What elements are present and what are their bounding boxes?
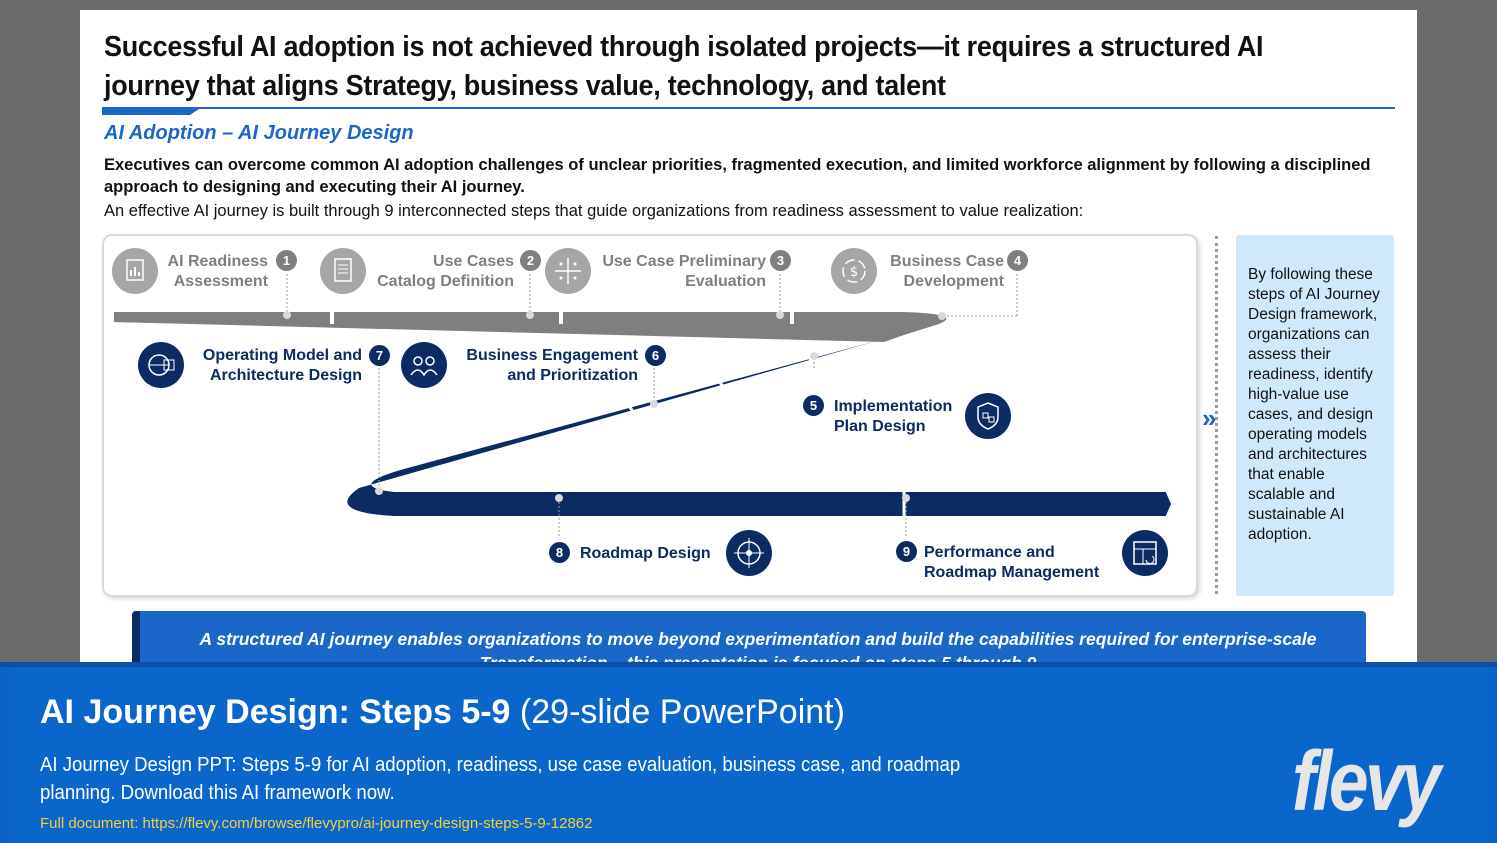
step-4-number: 4 xyxy=(1007,250,1028,271)
road-gap-4 xyxy=(802,349,816,365)
slide-subtitle: AI Adoption – AI Journey Design xyxy=(104,122,414,144)
footer-link[interactable]: Full document: https://flevy.com/browse/… xyxy=(40,815,593,832)
step-6-number: 6 xyxy=(645,345,666,366)
step-8-number: 8 xyxy=(549,542,570,563)
step-7-number: 7 xyxy=(369,345,390,366)
step-5-number: 5 xyxy=(803,395,824,416)
road-navy xyxy=(347,324,1179,516)
chevron-right-icon: » xyxy=(1202,403,1217,433)
road-dots xyxy=(283,311,946,502)
title-rule-accent xyxy=(102,107,202,115)
flevy-logo: flevy xyxy=(1292,734,1441,828)
step-8-label: Roadmap Design xyxy=(580,545,711,562)
document-list-icon xyxy=(320,248,366,294)
summary-banner: A structured AI journey enables organiza… xyxy=(132,611,1366,670)
title-rule xyxy=(102,107,1395,109)
slide-title: Successful AI adoption is not achieved t… xyxy=(104,31,1264,102)
road-gap-6 xyxy=(622,398,636,414)
journey-road xyxy=(114,274,1184,538)
road-gap-1 xyxy=(330,310,334,324)
leader-lines xyxy=(286,274,1018,538)
people-group-icon xyxy=(401,342,447,388)
intro-paragraph: An effective AI journey is built through… xyxy=(104,202,1084,220)
step-2-number: 2 xyxy=(520,250,541,271)
road-top-grey-fill xyxy=(114,312,947,338)
footer-title-light: (29-slide PowerPoint) xyxy=(519,693,845,731)
step-1-number: 1 xyxy=(276,250,297,271)
shield-plan-icon xyxy=(965,393,1011,439)
footer-title: AI Journey Design: Steps 5-9 (29-slide P… xyxy=(40,693,845,732)
dollar-cycle-icon: $ xyxy=(831,248,877,294)
road-gap-5 xyxy=(712,373,726,389)
step-3-number: 3 xyxy=(770,250,791,271)
side-note: By following these steps of AI Journey D… xyxy=(1236,235,1394,596)
footer-title-bold: AI Journey Design: Steps 5-9 xyxy=(40,693,511,731)
chart-document-icon xyxy=(112,248,158,294)
footer-panel: AI Journey Design: Steps 5-9 (29-slide P… xyxy=(10,667,1487,843)
road-gap-2 xyxy=(559,310,563,324)
step-9-number: 9 xyxy=(896,541,917,562)
architecture-icon xyxy=(138,342,184,388)
road-gap-3 xyxy=(790,310,794,324)
dashboard-icon xyxy=(1122,530,1168,576)
svg-text:$: $ xyxy=(850,265,858,280)
footer-description: AI Journey Design PPT: Steps 5-9 for AI … xyxy=(40,754,961,804)
slide-preview: Successful AI adoption is not achieved t… xyxy=(80,10,1417,670)
target-compass-icon xyxy=(726,530,772,576)
lead-paragraph: Executives can overcome common AI adopti… xyxy=(104,156,1371,196)
crosshair-grid-icon xyxy=(545,248,591,294)
road-arrow xyxy=(1164,488,1184,520)
dotted-separator xyxy=(1215,236,1218,594)
footer: AI Journey Design: Steps 5-9 (29-slide P… xyxy=(0,662,1497,843)
